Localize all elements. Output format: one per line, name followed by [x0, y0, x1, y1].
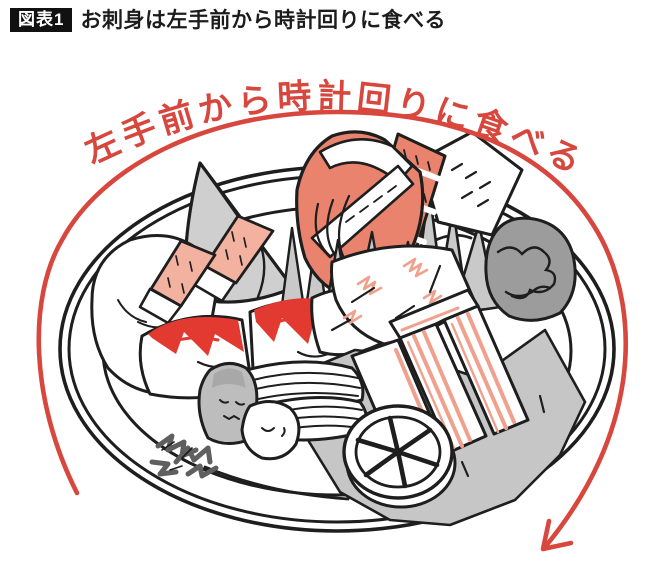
grated-radish: [240, 400, 301, 461]
figure-number-badge: 図表1: [10, 8, 73, 32]
seaweed-sprig: [149, 433, 219, 479]
clockwise-arrow: [36, 109, 628, 552]
figure-header: 図表1 お刺身は左手前から時計回りに食べる: [10, 8, 446, 32]
salmon-sashimi-left: [138, 214, 275, 325]
lemon-slice: [342, 404, 457, 509]
seaweed-garnish: [484, 216, 577, 322]
figure-title: お刺身は左手前から時計回りに食べる: [80, 8, 446, 32]
